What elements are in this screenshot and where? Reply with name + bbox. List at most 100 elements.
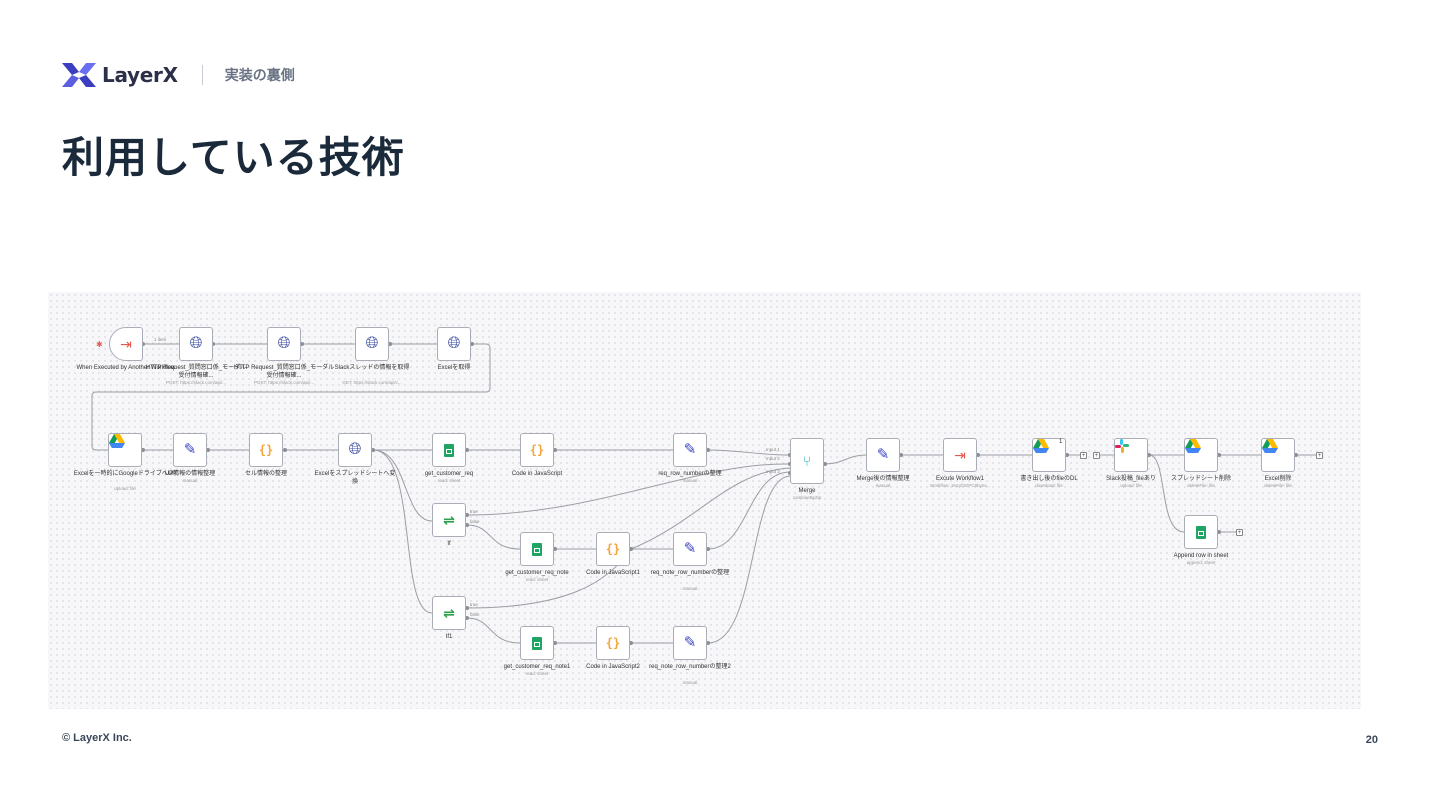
node-gdrive-upload[interactable] xyxy=(108,433,142,467)
node-label: Excelを取得 xyxy=(437,365,471,371)
slide-header: LayerX 実装の裏側 xyxy=(62,60,295,90)
sheet-icon xyxy=(532,542,542,556)
google-drive-icon xyxy=(1262,439,1278,453)
pencil-icon: ✎ xyxy=(683,540,697,557)
node-slack-post[interactable] xyxy=(1114,438,1148,472)
globe-icon: 🌐︎ xyxy=(348,441,362,458)
node-append-row[interactable] xyxy=(1184,515,1218,549)
node-req-note-row-number2[interactable]: ✎ xyxy=(673,626,707,660)
node-label: get_customer_req_note1 xyxy=(503,664,571,670)
node-subtitle: download: file xyxy=(1035,483,1063,488)
pencil-icon: ✎ xyxy=(683,634,697,651)
trigger-exit-icon: ⇥ xyxy=(120,336,132,352)
sheet-icon xyxy=(532,636,542,650)
pencil-icon: ✎ xyxy=(683,441,697,458)
node-subtitle: upload: file xyxy=(1120,483,1142,488)
add-node-button[interactable]: + xyxy=(1093,452,1100,459)
copyright: © LayerX Inc. xyxy=(62,732,132,744)
node-gdrive-delete-excel[interactable] xyxy=(1261,438,1295,472)
node-subtitle: read: sheet xyxy=(437,478,461,483)
code-braces-icon: {} xyxy=(605,636,621,650)
node-code-js1[interactable]: {} xyxy=(596,532,630,566)
google-drive-icon xyxy=(109,434,125,448)
if1-true-label: true xyxy=(470,602,478,607)
node-gdrive-delete-sheet[interactable] xyxy=(1184,438,1218,472)
node-http-request-2[interactable]: 🌐︎ xyxy=(267,327,301,361)
code-braces-icon: {} xyxy=(605,542,621,556)
brand-name: LayerX xyxy=(102,63,178,87)
node-subtitle: manual xyxy=(682,680,698,685)
globe-icon: 🌐︎ xyxy=(277,335,291,352)
node-subtitle: append: sheet xyxy=(1186,560,1216,565)
node-label: Excel削除 xyxy=(1264,476,1292,482)
node-label: HTTP Request_質問窓口係_モーダル受付情報確... xyxy=(145,365,247,379)
node-code-js2[interactable]: {} xyxy=(596,626,630,660)
page-number: 20 xyxy=(1365,734,1378,746)
node-label: Code in JavaScript1 xyxy=(586,570,640,576)
node-gdrive-download[interactable] xyxy=(1032,438,1066,472)
node-set-up-info[interactable]: ✎ xyxy=(173,433,207,467)
merge-icon: ⑂ xyxy=(802,453,812,469)
node-get-customer-req[interactable] xyxy=(432,433,466,467)
node-subtitle: deleteFile: file xyxy=(1264,483,1292,488)
node-label: req_note_row_numberの整理 xyxy=(650,570,730,576)
node-label: Excelを一時的にGoogleドライブへUP xyxy=(73,471,177,477)
if-true-label: true xyxy=(470,509,478,514)
node-get-excel[interactable]: 🌐︎ xyxy=(437,327,471,361)
node-code-cell[interactable]: {} xyxy=(249,433,283,467)
item-count-badge: 1 xyxy=(1059,439,1063,445)
node-trigger[interactable]: ⇥ xyxy=(109,327,143,361)
node-http-request-1[interactable]: 🌐︎ xyxy=(179,327,213,361)
node-label: Merge後の情報整理 xyxy=(856,476,910,482)
node-label: Slackスレッドの情報を取得 xyxy=(334,365,410,371)
node-subtitle: manual xyxy=(682,586,698,591)
node-get-customer-req-note[interactable] xyxy=(520,532,554,566)
if-false-label: false xyxy=(470,519,480,524)
globe-icon: 🌐︎ xyxy=(365,335,379,352)
add-node-button[interactable]: + xyxy=(1080,452,1087,459)
if-signpost-icon: ⇌ xyxy=(443,605,455,621)
node-label: Excelをスプレッドシートへ変換 xyxy=(314,471,396,485)
sheet-icon xyxy=(444,443,454,457)
header-divider xyxy=(201,65,203,85)
node-label: If xyxy=(447,541,451,547)
node-code-js[interactable]: {} xyxy=(520,433,554,467)
node-req-note-row-number[interactable]: ✎ xyxy=(673,532,707,566)
node-label: スプレッドシート削除 xyxy=(1170,476,1231,482)
add-node-button[interactable]: + xyxy=(1236,529,1243,536)
node-if[interactable]: ⇌ xyxy=(432,503,466,537)
pencil-icon: ✎ xyxy=(876,446,890,463)
sheet-icon xyxy=(1196,525,1206,539)
node-subtitle: read: sheet xyxy=(525,671,549,676)
node-slack-thread[interactable]: 🌐︎ xyxy=(355,327,389,361)
google-drive-icon xyxy=(1033,439,1049,453)
node-label: 書き出し後のfileのDL xyxy=(1020,476,1078,482)
node-subtitle: deleteFile: file xyxy=(1187,483,1215,488)
node-merge-info[interactable]: ✎ xyxy=(866,438,900,472)
node-label: req_row_numberの整理 xyxy=(658,471,722,477)
code-braces-icon: {} xyxy=(529,443,545,457)
node-execute-workflow[interactable]: ⇥ xyxy=(943,438,977,472)
slack-icon xyxy=(1115,439,1129,453)
node-http-convert[interactable]: 🌐︎ xyxy=(338,433,372,467)
node-req-row-number[interactable]: ✎ xyxy=(673,433,707,467)
google-drive-icon xyxy=(1185,439,1201,453)
node-label: Slack投稿_fileあり xyxy=(1106,476,1156,482)
if-signpost-icon: ⇌ xyxy=(443,512,455,528)
merge-input-1: Input 1 xyxy=(766,447,780,452)
node-label: get_customer_req xyxy=(424,471,474,477)
node-label: req_note_row_numberの整理2 xyxy=(649,664,731,670)
globe-icon: 🌐︎ xyxy=(189,335,203,352)
node-get-customer-req-note1[interactable] xyxy=(520,626,554,660)
node-label: If1 xyxy=(445,634,453,640)
add-node-button[interactable]: + xyxy=(1316,452,1323,459)
node-subtitle: manual xyxy=(182,478,198,483)
node-label: Excute Workflow1 xyxy=(936,476,984,482)
workflow-canvas[interactable]: 1 item ✱ ⇥ When Executed by Another Work… xyxy=(48,292,1361,709)
edge-label: 1 item xyxy=(154,337,167,342)
node-subtitle: manual xyxy=(682,478,698,483)
node-subtitle: GET: https://slack.com/api/c... xyxy=(342,380,402,385)
node-if1[interactable]: ⇌ xyxy=(432,596,466,630)
node-label: Code in JavaScript xyxy=(511,471,563,477)
node-merge[interactable]: ⑂ xyxy=(790,438,824,484)
